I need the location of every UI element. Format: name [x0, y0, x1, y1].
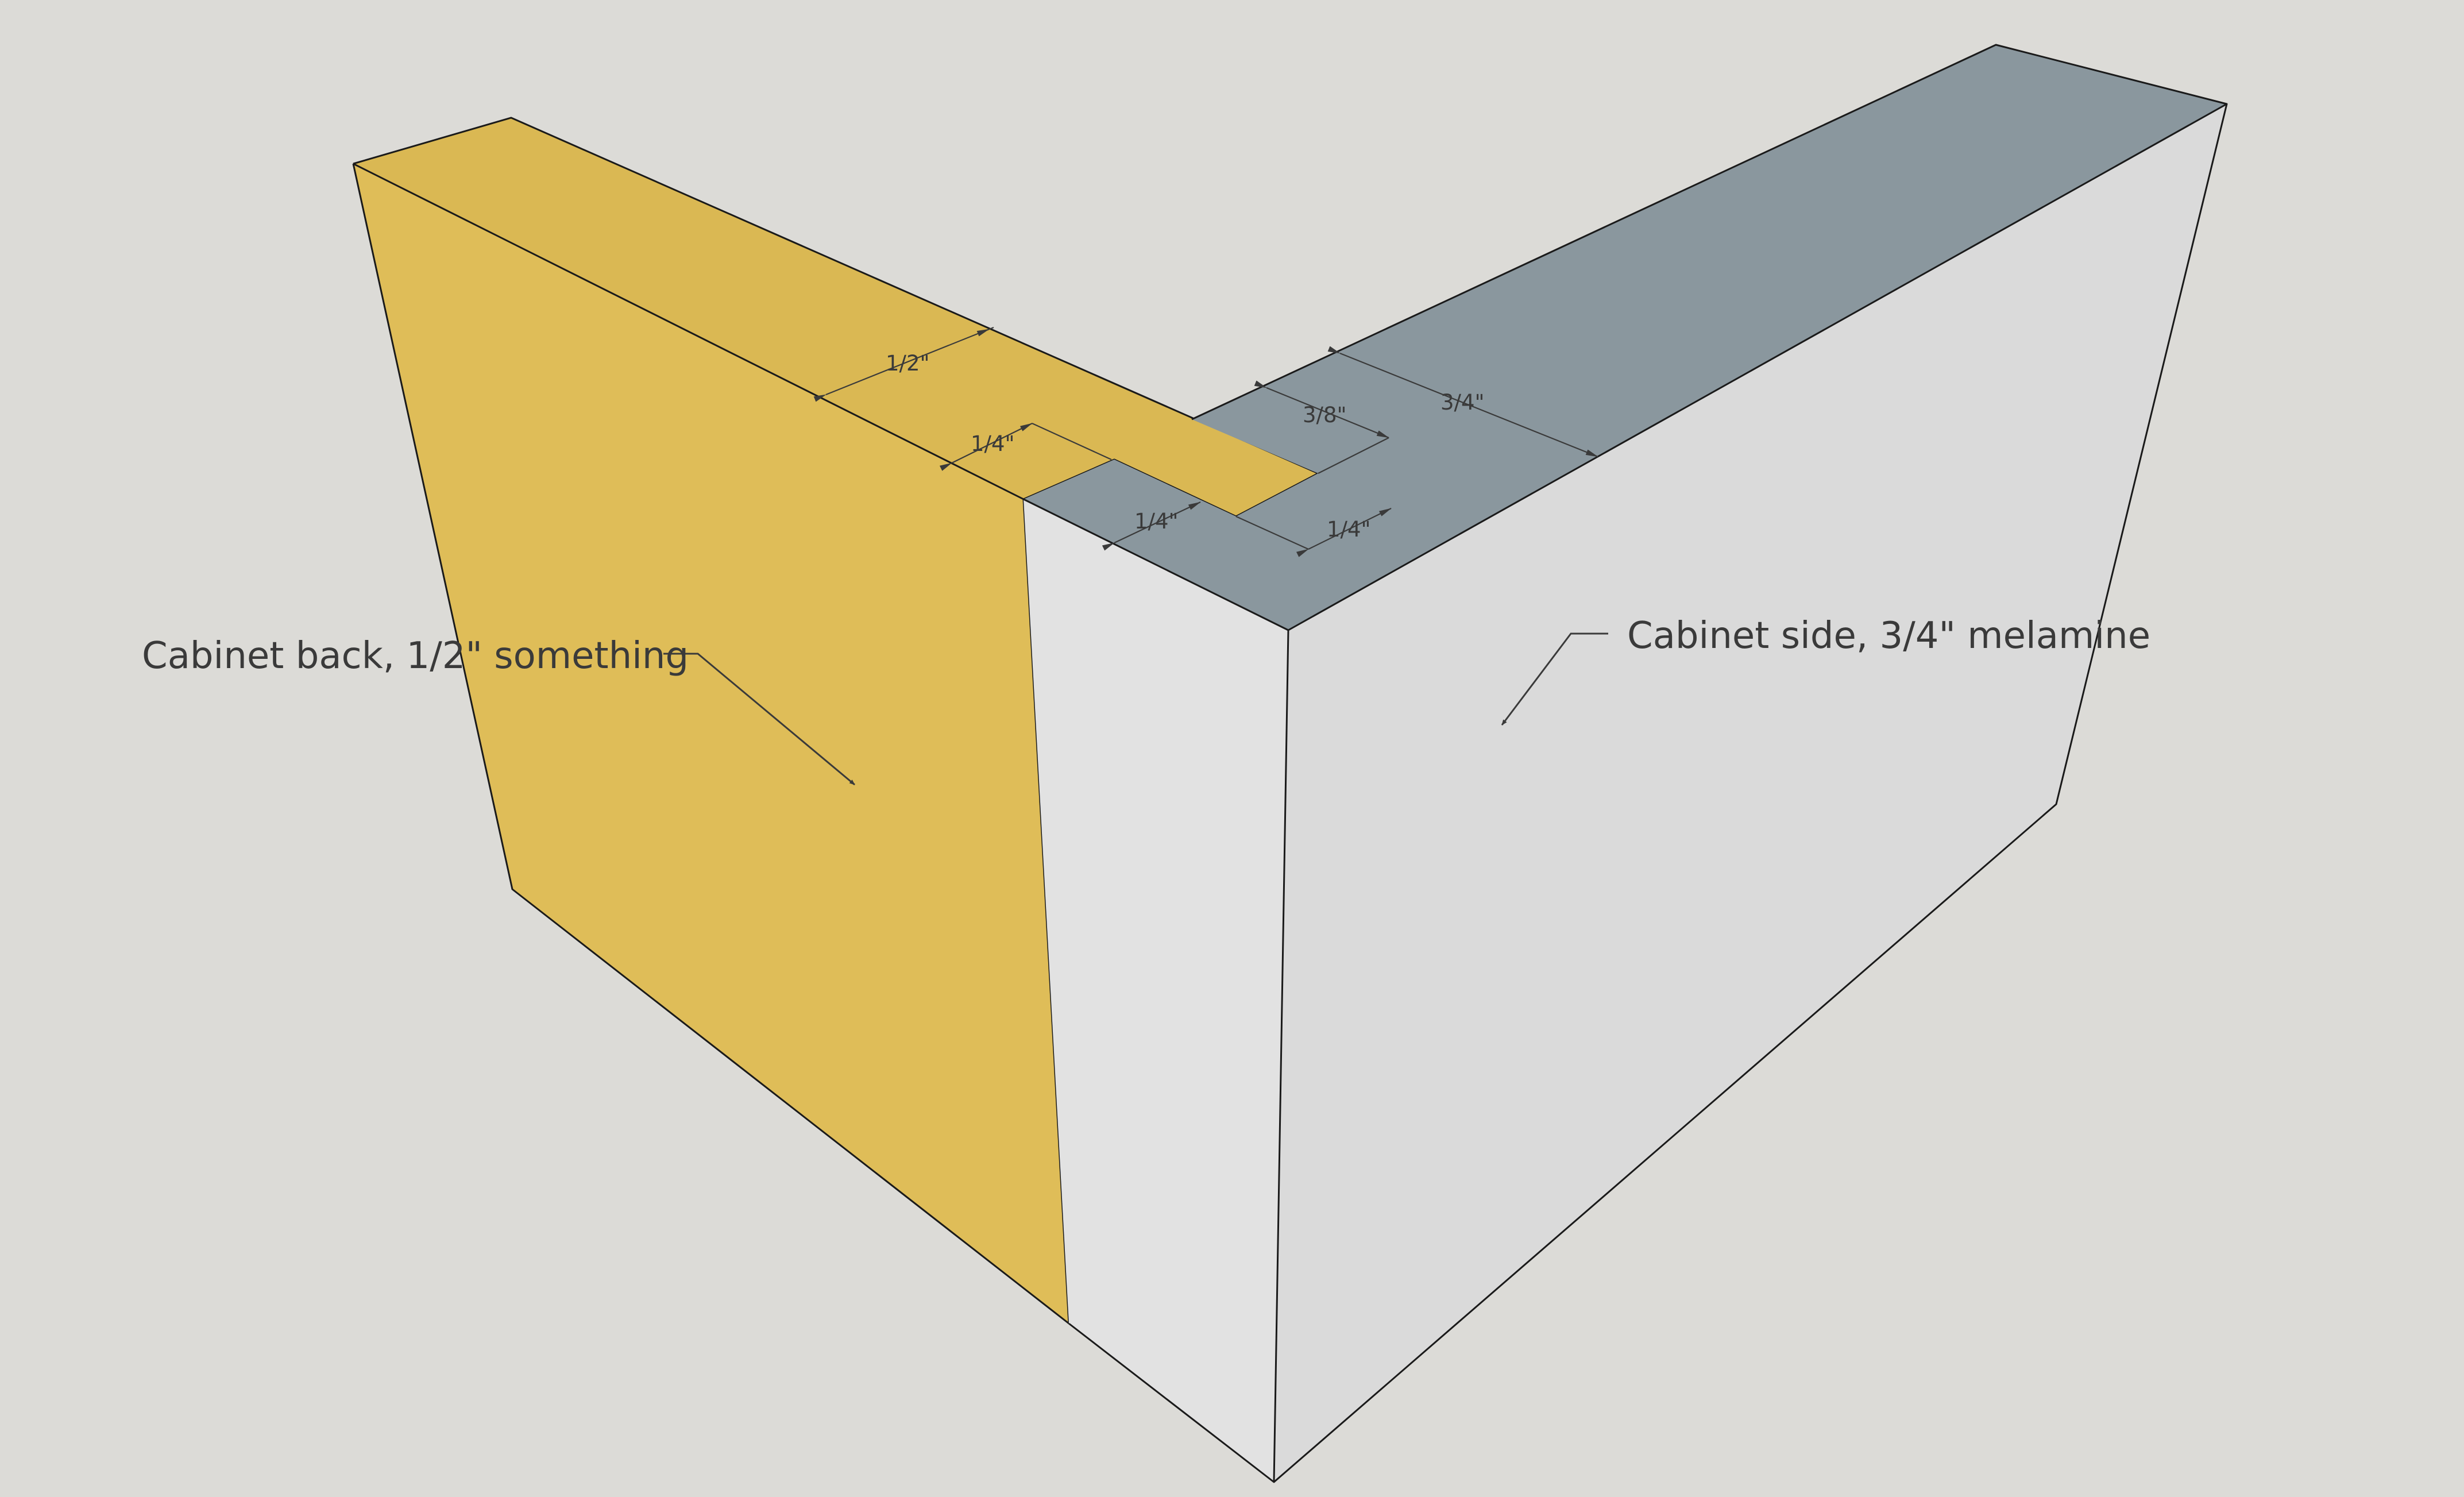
- leader-cabinet-back: [663, 653, 855, 786]
- leader-cabinet-side: [1501, 632, 1608, 726]
- cabinet-side-panel: [1023, 44, 2228, 1483]
- dim-side-three-eighths: 3/8": [1303, 403, 1347, 427]
- dim-line-side-three-quarters: [1327, 346, 1598, 458]
- dimension-annotations: 1/2" 1/4" 3/8" 3/4" 1/4" 1/4": [813, 326, 1598, 557]
- dim-line-side-edge: [1296, 508, 1392, 557]
- dim-side-three-quarters: 3/4": [1440, 390, 1485, 415]
- side-panel-top: [1024, 45, 2227, 630]
- back-panel-face: [353, 164, 1069, 1324]
- back-panel-top: [353, 118, 1318, 516]
- dim-back-half: 1/2": [886, 351, 930, 376]
- dim-line-back-half: [813, 328, 990, 402]
- dim-back-rebate-quarter: 1/4": [971, 431, 1015, 456]
- dim-line-side-front: [1102, 501, 1201, 551]
- callouts: Cabinet back, 1/2" something Cabinet sid…: [142, 615, 2150, 786]
- callout-cabinet-back: Cabinet back, 1/2" something: [142, 635, 689, 677]
- dim-side-front-quarter: 1/4": [1134, 509, 1179, 534]
- dim-line-back-rebate: [939, 423, 1033, 471]
- side-panel-face: [1274, 104, 2227, 1482]
- callout-cabinet-side: Cabinet side, 3/4" melamine: [1627, 615, 2150, 657]
- side-panel-end: [1024, 499, 1288, 1482]
- dim-side-edge-quarter: 1/4": [1327, 517, 1371, 542]
